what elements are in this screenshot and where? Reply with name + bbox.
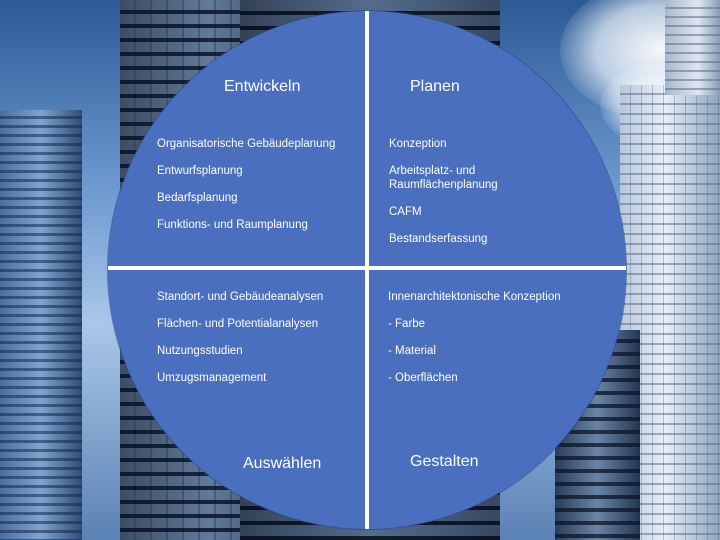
list-item: - Oberflächen <box>388 372 458 384</box>
quadrant-list-gestalten: Innenarchitektonische Konzeption - Farbe… <box>388 290 561 398</box>
list-item: Funktions- und Raumplanung <box>157 219 308 231</box>
quadrant-list-auswaehlen: Standort- und Gebäudeanalysen Flächen- u… <box>157 290 323 398</box>
list-item: Bestandserfassung <box>389 233 488 245</box>
quadrant-title-entwickeln: Entwickeln <box>224 78 301 95</box>
list-item: - Farbe <box>388 318 426 330</box>
list-item: Konzeption <box>389 138 447 150</box>
quadrant-circle: Entwickeln Organisatorische Gebäudeplanu… <box>108 11 626 529</box>
list-item: Innenarchitektonische Konzeption <box>388 291 561 303</box>
list-item: Bedarfsplanung <box>157 192 238 204</box>
quadrant-title-auswaehlen: Auswählen <box>243 455 322 472</box>
quadrant-title-gestalten: Gestalten <box>410 453 479 470</box>
list-item: Flächen- und Potentialanalysen <box>157 318 319 330</box>
list-item: Organisatorische Gebäudeplanung <box>157 138 336 150</box>
quadrant-list-planen: Konzeption Arbeitsplatz- und Raumflächen… <box>389 137 498 259</box>
vertical-divider <box>365 11 369 529</box>
list-item: - Material <box>388 345 436 357</box>
list-item: Arbeitsplatz- und Raumflächenplanung <box>389 165 498 191</box>
list-item: CAFM <box>389 206 422 218</box>
list-item: Nutzungsstudien <box>157 345 243 357</box>
quadrant-title-planen: Planen <box>410 78 460 95</box>
building-far-right <box>665 0 720 95</box>
list-item: Entwurfsplanung <box>157 165 243 177</box>
list-item: Standort- und Gebäudeanalysen <box>157 291 324 303</box>
building-left <box>0 110 82 540</box>
quadrant-list-entwickeln: Organisatorische Gebäudeplanung Entwurfs… <box>157 137 335 245</box>
horizontal-divider <box>108 266 626 270</box>
list-item: Umzugsmanagement <box>157 372 267 384</box>
